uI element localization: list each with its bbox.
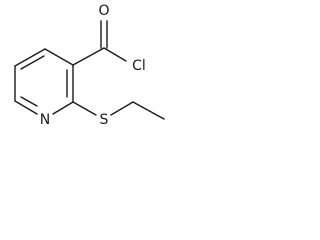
svg-text:S: S xyxy=(100,112,109,128)
bond-ch2-ch3 xyxy=(132,101,165,120)
bond-sulfur-ch2 xyxy=(110,101,134,116)
chlorine-atom-label: Cl xyxy=(132,58,146,74)
bond-carbonyl-chlorine xyxy=(103,47,127,62)
nitrogen-atom-label: N xyxy=(40,112,50,128)
ring-bond-c4-c5 xyxy=(14,48,46,67)
svg-text:Cl: Cl xyxy=(132,58,146,74)
bond-c2-sulfur xyxy=(72,101,97,116)
ring-bond-n1-c2 xyxy=(52,101,74,115)
chemical-structure-diagram: O Cl N S xyxy=(14,3,165,128)
ring-bond-c6-n1 xyxy=(14,100,38,115)
svg-text:N: N xyxy=(40,112,50,128)
oxygen-atom-label: O xyxy=(98,3,109,19)
ring-bond-c6-n1-inner xyxy=(20,96,38,107)
sulfur-atom-label: S xyxy=(100,112,109,128)
ring-bond-c4-c5-inner xyxy=(20,55,45,70)
bond-c3-carbonyl xyxy=(72,47,105,66)
svg-text:O: O xyxy=(98,3,109,19)
ring-bond-c3-c4 xyxy=(44,48,74,66)
